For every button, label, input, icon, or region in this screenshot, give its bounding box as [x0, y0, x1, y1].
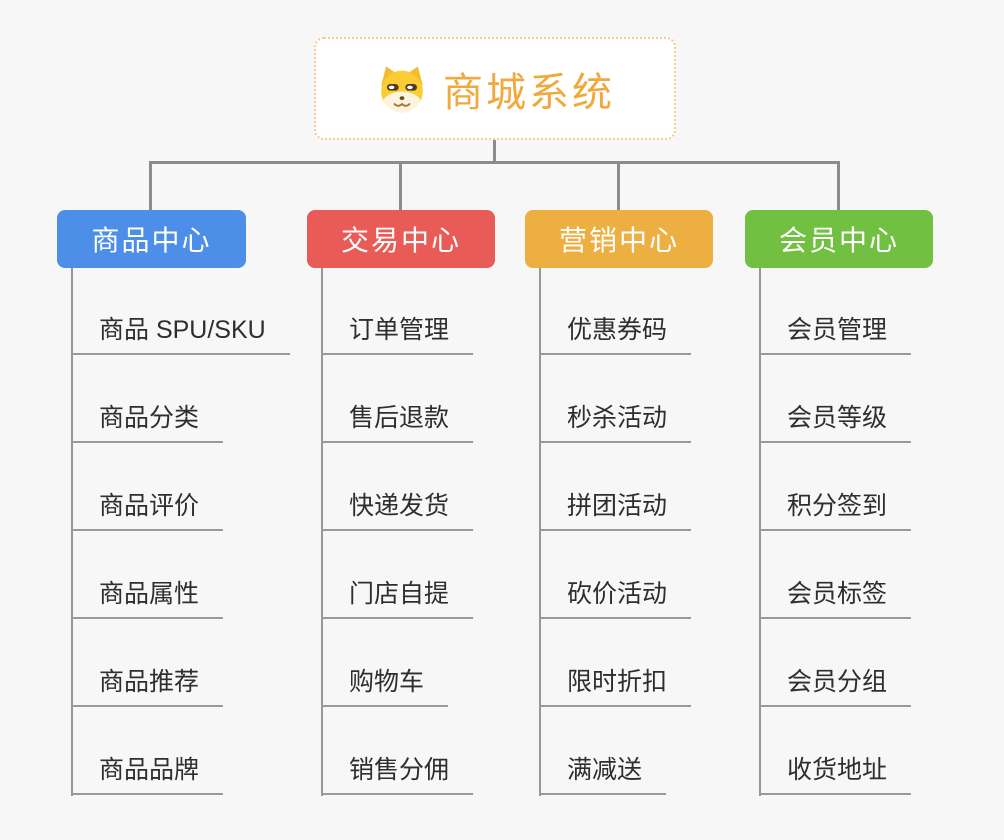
leaf-node[interactable]: 商品品牌	[71, 754, 224, 795]
connector-trunk-marketing	[539, 268, 541, 796]
branch-member-center[interactable]: 会员中心	[745, 210, 933, 268]
leaf-node[interactable]: 砍价活动	[539, 578, 692, 619]
leaf-node[interactable]: 销售分佣	[321, 754, 474, 795]
branch-trade-center[interactable]: 交易中心	[307, 210, 495, 268]
leaf-node[interactable]: 会员标签	[759, 578, 912, 619]
connector-root-stem	[493, 140, 496, 163]
connector-bus	[149, 161, 840, 164]
connector-drop-product	[149, 161, 152, 211]
leaf-node[interactable]: 秒杀活动	[539, 402, 692, 443]
leaf-node[interactable]: 收货地址	[759, 754, 912, 795]
leaf-node[interactable]: 商品推荐	[71, 666, 224, 707]
branch-product-center[interactable]: 商品中心	[57, 210, 246, 268]
leaf-node[interactable]: 售后退款	[321, 402, 474, 443]
leaf-node[interactable]: 会员分组	[759, 666, 912, 707]
leaf-node[interactable]: 门店自提	[321, 578, 474, 619]
leaf-node[interactable]: 满减送	[539, 754, 667, 795]
connector-drop-trade	[399, 161, 402, 211]
branch-marketing-center[interactable]: 营销中心	[525, 210, 713, 268]
leaf-node[interactable]: 拼团活动	[539, 490, 692, 531]
leaf-node[interactable]: 商品分类	[71, 402, 224, 443]
leaf-node[interactable]: 会员管理	[759, 314, 912, 355]
connector-trunk-product	[71, 268, 73, 796]
root-title: 商城系统	[443, 70, 615, 115]
leaf-node[interactable]: 优惠券码	[539, 314, 692, 355]
leaf-node[interactable]: 商品 SPU/SKU	[71, 314, 290, 355]
root-node[interactable]: 商城系统	[314, 37, 676, 140]
connector-drop-marketing	[617, 161, 620, 211]
leaf-node[interactable]: 商品评价	[71, 490, 224, 531]
leaf-node[interactable]: 订单管理	[321, 314, 474, 355]
leaf-node[interactable]: 快递发货	[321, 490, 474, 531]
leaf-node[interactable]: 积分签到	[759, 490, 912, 531]
dog-face-icon	[381, 66, 423, 112]
leaf-node[interactable]: 限时折扣	[539, 666, 692, 707]
connector-trunk-member	[759, 268, 761, 796]
leaf-node[interactable]: 会员等级	[759, 402, 912, 443]
connector-trunk-trade	[321, 268, 323, 796]
leaf-node[interactable]: 商品属性	[71, 578, 224, 619]
connector-drop-member	[837, 161, 840, 211]
leaf-node[interactable]: 购物车	[321, 666, 449, 707]
